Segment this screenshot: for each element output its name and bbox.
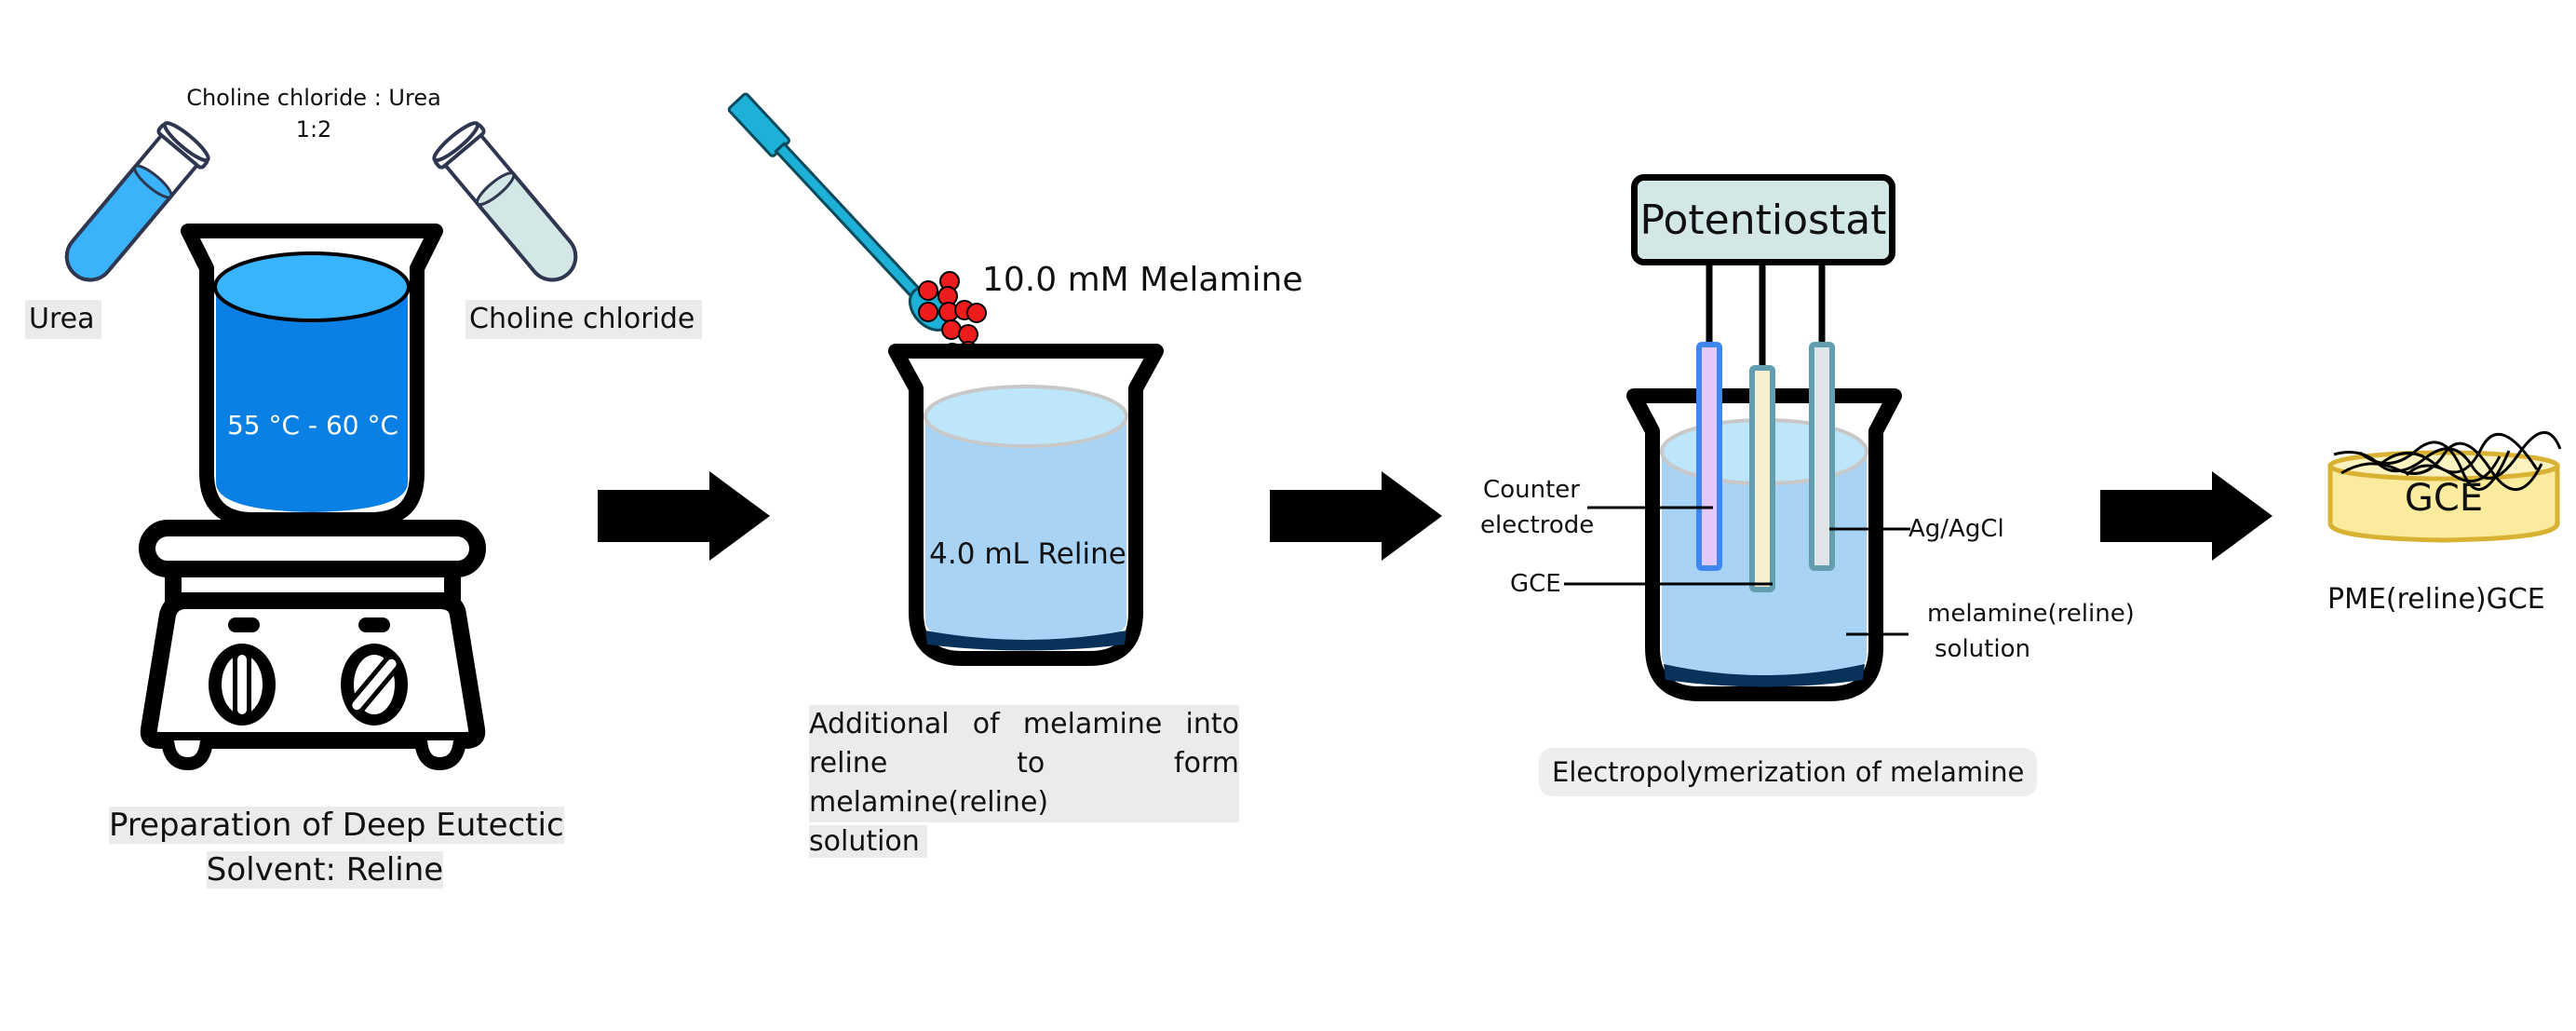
choline-chloride-test-tube-icon bbox=[432, 121, 578, 282]
ag-agcl-reference-label: Ag/AgCl bbox=[1908, 515, 2004, 543]
hotplate-stirrer-icon bbox=[139, 520, 486, 771]
potentiostat-box: Potentiostat bbox=[1631, 174, 1895, 265]
electrochemical-cell-icon bbox=[1626, 265, 1902, 701]
solution-label-line1: melamine(reline) bbox=[1927, 600, 2135, 628]
ratio-label: Choline chloride : Urea 1:2 bbox=[174, 82, 453, 145]
solution-label: melamine(reline) solution bbox=[1927, 596, 2135, 667]
arrow-right-icon bbox=[1270, 471, 1442, 561]
melamine-amount-label: 10.0 mM Melamine bbox=[982, 261, 1303, 299]
gce-working-electrode-label: GCE bbox=[1510, 570, 1561, 598]
choline-chloride-label: Choline chloride bbox=[465, 300, 703, 339]
counter-electrode-label-line2: electrode bbox=[1480, 511, 1595, 539]
step2-caption-line1: Additional of melamine into bbox=[809, 705, 1239, 744]
solution-label-line2: solution bbox=[1935, 635, 2030, 663]
heated-beaker-icon bbox=[181, 224, 443, 527]
arrow-right-icon bbox=[598, 471, 770, 561]
urea-label: Urea bbox=[25, 300, 102, 339]
modified-gce-electrode-icon bbox=[2327, 430, 2562, 543]
step3-caption: Electropolymerization of melamine bbox=[1539, 748, 2038, 796]
urea-test-tube-icon bbox=[64, 121, 210, 282]
polymer-film-icon bbox=[2333, 430, 2562, 491]
ratio-label-line2: 1:2 bbox=[295, 116, 332, 142]
ratio-label-line1: Choline chloride : Urea bbox=[186, 85, 441, 111]
step1-caption-line2: Solvent: Reline bbox=[206, 851, 444, 889]
arrow-right-icon bbox=[2100, 471, 2273, 561]
step1-caption-line1: Preparation of Deep Eutectic bbox=[109, 807, 564, 844]
potentiostat-label: Potentiostat bbox=[1639, 196, 1887, 244]
reline-volume-label: 4.0 mL Reline bbox=[929, 537, 1126, 571]
counter-electrode-label-line1: Counter bbox=[1483, 476, 1580, 504]
leader-lines bbox=[1564, 506, 1910, 636]
product-label: PME(reline)GCE bbox=[2327, 583, 2545, 616]
step2-caption: Additional of melamine into reline to fo… bbox=[809, 705, 1239, 861]
reline-beaker-icon bbox=[888, 344, 1164, 666]
step2-caption-line3: solution bbox=[809, 825, 927, 858]
temperature-label: 55 °C - 60 °C bbox=[226, 410, 399, 441]
gce-electrode-text: GCE bbox=[2404, 477, 2484, 520]
step1-caption: Preparation of Deep Eutectic Solvent: Re… bbox=[109, 803, 564, 892]
counter-electrode-label: Counter electrode bbox=[1480, 472, 1595, 543]
step2-caption-line2: reline to form melamine(reline) bbox=[809, 744, 1239, 822]
